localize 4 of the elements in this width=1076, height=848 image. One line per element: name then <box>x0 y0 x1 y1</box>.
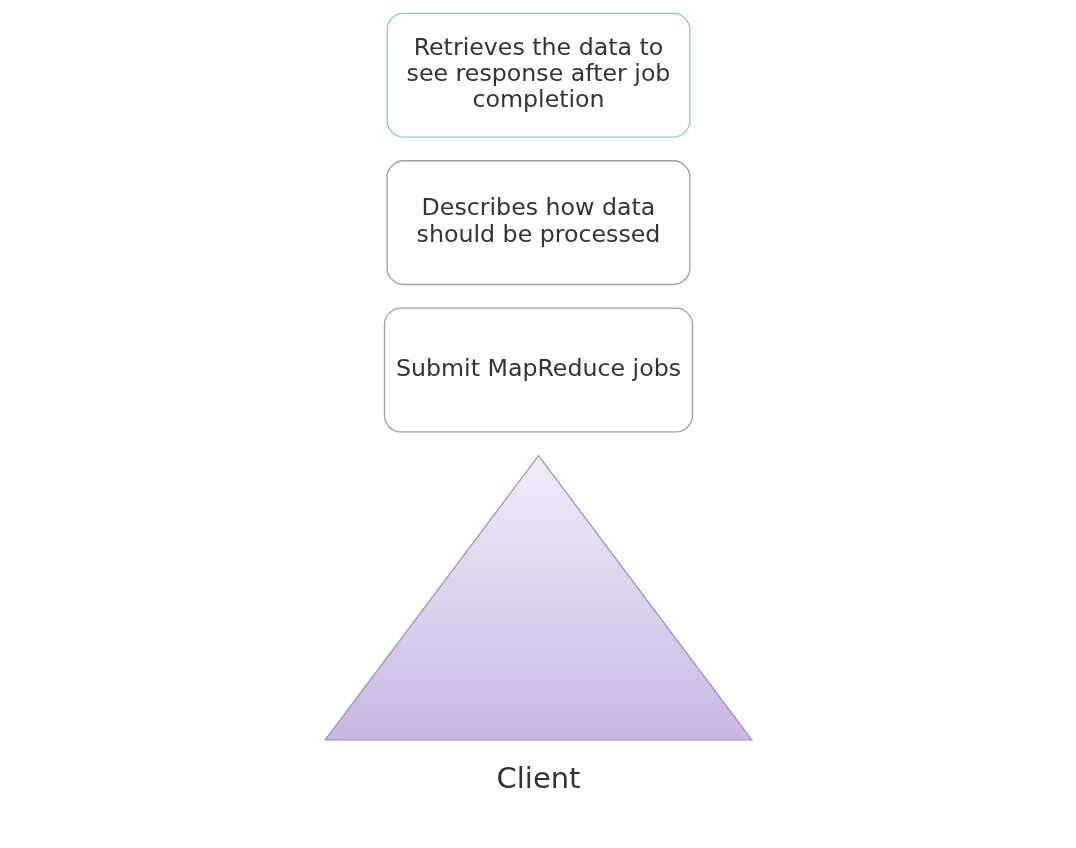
node-label: Client <box>496 760 580 795</box>
node-box: Describes how data should be processed <box>385 160 691 286</box>
node-box: Submit MapReduce jobs <box>383 307 693 433</box>
node-box: Retrieves the data to see response after job completion <box>385 12 691 138</box>
